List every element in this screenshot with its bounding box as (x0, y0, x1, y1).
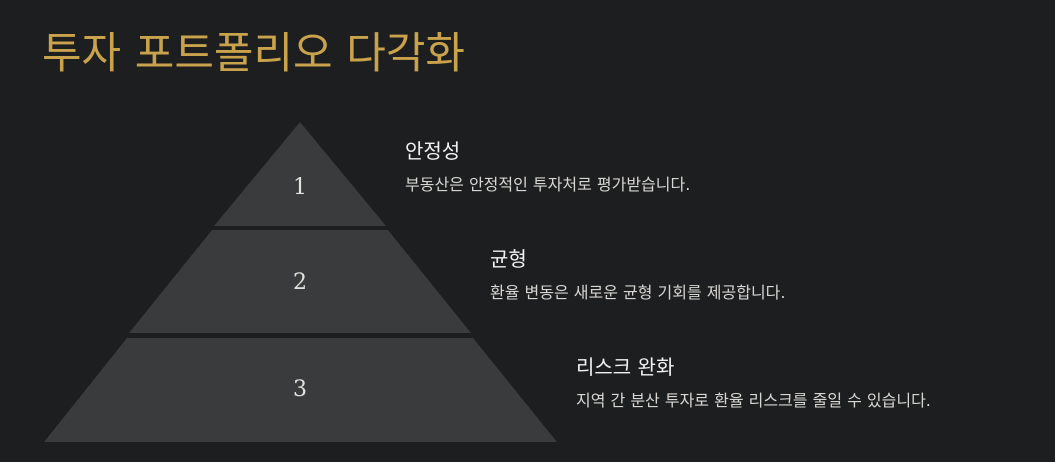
pyramid-diagram: 1 2 3 (44, 122, 557, 442)
level-1-description: 안정성 부동산은 안정적인 투자처로 평가받습니다. (405, 138, 690, 196)
pyramid-tier-3-number: 3 (293, 377, 307, 402)
page-title: 투자 포트폴리오 다각화 (42, 29, 465, 79)
level-2-text: 환율 변동은 새로운 균형 기회를 제공합니다. (490, 283, 786, 302)
pyramid-tier-1 (214, 122, 386, 226)
level-3-text: 지역 간 분산 투자로 환율 리스크를 줄일 수 있습니다. (576, 391, 931, 410)
pyramid-tier-3 (44, 338, 557, 442)
level-1-text: 부동산은 안정적인 투자처로 평가받습니다. (405, 175, 691, 194)
level-3-heading: 리스크 완화 (576, 355, 675, 379)
level-1-heading: 안정성 (405, 139, 461, 163)
pyramid-tier-1-number: 1 (293, 175, 307, 200)
level-2-description: 균형 환율 변동은 새로운 균형 기회를 제공합니다. (490, 246, 785, 304)
pyramid-tier-2 (129, 230, 471, 333)
level-2-heading: 균형 (490, 247, 527, 271)
pyramid-tier-2-number: 2 (293, 270, 307, 295)
level-3-description: 리스크 완화 지역 간 분산 투자로 환율 리스크를 줄일 수 있습니다. (576, 354, 931, 412)
